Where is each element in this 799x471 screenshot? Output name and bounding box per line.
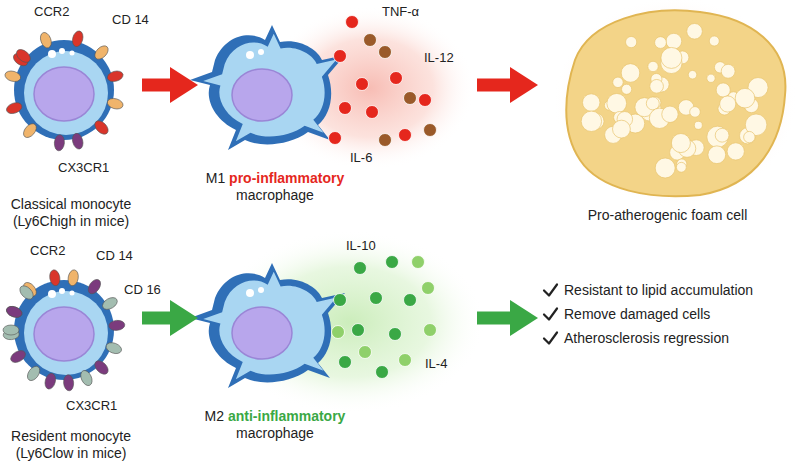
cytokine-label: IL-6 [350, 150, 372, 165]
outcome-item: Resistant to lipid accumulation [564, 282, 795, 299]
receptor-label: CD 16 [124, 282, 161, 297]
cytokine-label: IL-4 [425, 356, 447, 371]
receptor-label: CCR2 [34, 4, 69, 19]
foam-cell-node: Pro-atherogenic foam cell [540, 5, 795, 250]
monocyte-node: Resident monocyte (Ly6Clow in mice) [2, 250, 140, 468]
cell-caption: Pro-atherogenic foam cell [540, 207, 795, 224]
receptor-label: CX3CR1 [58, 160, 109, 175]
transition-arrow [142, 79, 170, 92]
transition-arrow [142, 312, 170, 325]
cytokine-label: IL-10 [346, 238, 376, 253]
outcome-item: Atherosclerosis regression [564, 330, 795, 347]
macrophage-node: M1 pro-inflammatory macrophage [200, 10, 475, 225]
transition-arrow [477, 312, 510, 325]
monocyte-node: Classical monocyte (Ly6Chigh in mice) [2, 10, 140, 240]
receptor-label: CCR2 [30, 243, 65, 258]
cell-caption: M2 anti-inflammatory macrophage [200, 408, 350, 442]
cytokine-label: TNF-α [382, 4, 419, 19]
cell-caption: M1 pro-inflammatory macrophage [200, 170, 350, 204]
cell-caption: Classical monocyte (Ly6Chigh in mice) [2, 196, 140, 230]
receptor-label: CD 14 [96, 248, 133, 263]
receptor-label: CD 14 [112, 12, 149, 27]
transition-arrow [477, 79, 510, 92]
check-mark [544, 309, 557, 320]
cell-caption: Resident monocyte (Ly6Clow in mice) [2, 428, 140, 462]
receptor-label: CX3CR1 [66, 398, 117, 413]
outcome-item: Remove damaged cells [564, 306, 795, 323]
check-mark [544, 285, 557, 296]
cytokine-label: IL-12 [424, 50, 454, 65]
check-mark [544, 333, 557, 344]
outcome-list: Resistant to lipid accumulationRemove da… [540, 282, 795, 362]
